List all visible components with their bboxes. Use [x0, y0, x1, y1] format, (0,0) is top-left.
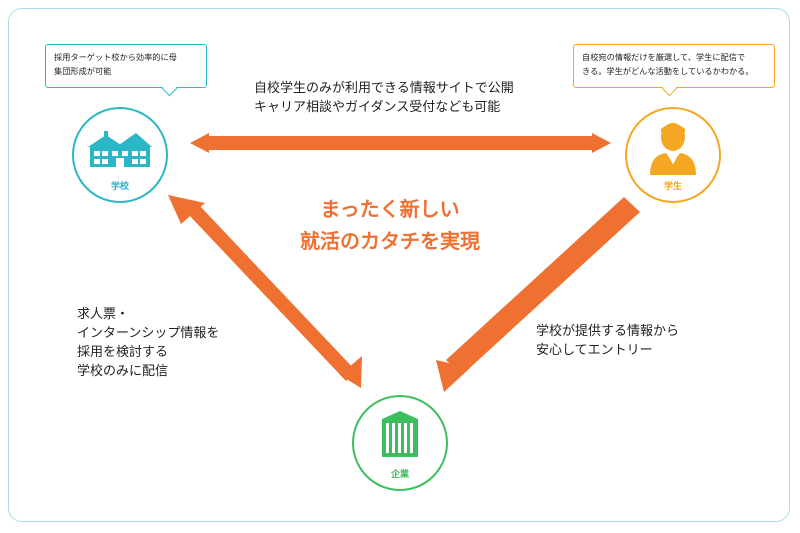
right-description: 学校が提供する情報から 安心してエントリー [536, 322, 679, 360]
top-description-line1: 自校学生のみが利用できる情報サイトで公開 [254, 81, 514, 96]
left-description-line2: インターンシップ情報を [77, 326, 220, 341]
school-building-icon [88, 131, 152, 167]
student-callout-line2: きる。学生がどんな活動をしているかわかる。 [582, 66, 754, 76]
student-callout: 自校宛の情報だけを厳選して、学生に配信で きる。学生がどんな活動をしているかわか… [573, 44, 775, 97]
headline-line1: まったく新しい [320, 197, 460, 221]
student-callout-line1: 自校宛の情報だけを厳選して、学生に配信で [582, 52, 746, 62]
right-description-line1: 学校が提供する情報から [536, 324, 680, 339]
left-description-line4: 学校のみに配信 [77, 364, 169, 379]
student-label: 学生 [663, 182, 682, 192]
student-person-icon [650, 123, 696, 175]
left-description-line1: 求人票・ [77, 307, 130, 322]
right-description-line2: 安心してエントリー [536, 343, 653, 358]
school-callout: 採用ターゲット校から効率的に母 集団形成が可能 [45, 44, 207, 97]
school-label: 学校 [110, 182, 129, 192]
left-description: 求人票・ インターンシップ情報を 採用を検討する 学校のみに配信 [77, 305, 219, 381]
student-node: 学生 [625, 107, 721, 203]
student-company-arrow [436, 197, 640, 392]
school-callout-line2: 集団形成が可能 [54, 66, 112, 76]
company-node: 企業 [352, 395, 448, 491]
school-node: 学校 [72, 107, 168, 203]
office-building-icon [382, 411, 418, 457]
top-description-line2: キャリア相談やガイダンス受付なども可能 [254, 100, 501, 115]
school-company-arrow [168, 195, 362, 388]
headline: まったく新しい 就活のカタチを実現 [260, 193, 520, 257]
school-student-arrow [190, 133, 611, 153]
company-label: 企業 [390, 470, 409, 480]
school-callout-line1: 採用ターゲット校から効率的に母 [54, 52, 177, 62]
left-description-line3: 採用を検討する [77, 345, 169, 360]
top-description: 自校学生のみが利用できる情報サイトで公開 キャリア相談やガイダンス受付なども可能 [254, 79, 514, 117]
headline-line2: 就活のカタチを実現 [300, 229, 480, 253]
